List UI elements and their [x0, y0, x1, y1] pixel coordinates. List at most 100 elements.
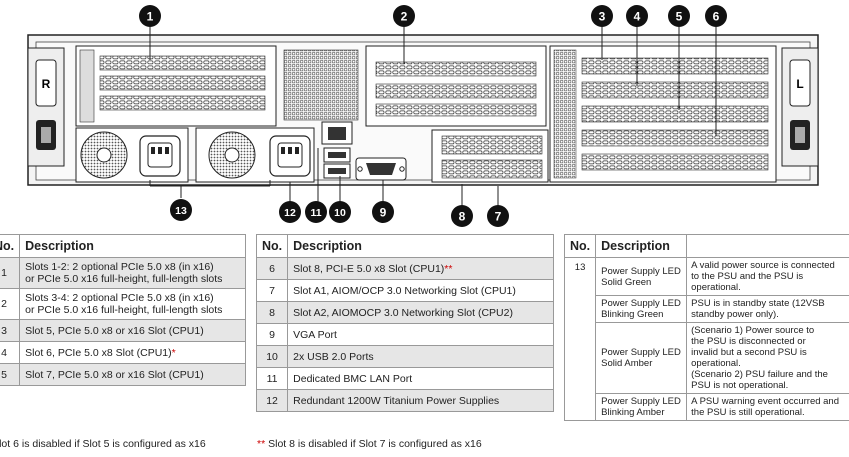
row-desc: Slot 7, PCIe 5.0 x8 or x16 Slot (CPU1): [19, 363, 246, 386]
row-desc: Dedicated BMC LAN Port: [287, 367, 554, 390]
psu-1: [75, 127, 189, 183]
header-description: Description: [19, 234, 246, 258]
header-no: No.: [0, 234, 21, 258]
row-desc: Slot 6, PCIe 5.0 x8 Slot (CPU1)*: [19, 341, 246, 364]
callout-3: 3: [591, 5, 613, 27]
callout-7: 7: [487, 205, 509, 227]
table-row: 11 Dedicated BMC LAN Port: [255, 367, 554, 390]
svg-text:13: 13: [175, 205, 187, 217]
row-no: 5: [0, 363, 21, 386]
callout-5: 5: [668, 5, 690, 27]
row-no: 9: [255, 323, 289, 346]
footnote-slot6: *Slot 6 is disabled if Slot 5 is configu…: [0, 438, 206, 450]
slot-cage-5-8: [549, 45, 777, 183]
callout-8: 8: [451, 205, 473, 227]
row-desc: Slot 5, PCIe 5.0 x8 or x16 Slot (CPU1): [19, 319, 246, 342]
rack-ear-right: [781, 47, 819, 167]
svg-text:6: 6: [713, 10, 720, 24]
table-row: 10 2x USB 2.0 Ports: [255, 345, 554, 368]
svg-text:11: 11: [310, 207, 321, 219]
row-no: 1: [0, 257, 21, 289]
callout-10: 10: [329, 201, 351, 223]
row-desc: Slots 1-2: 2 optional PCIe 5.0 x8 (in x1…: [19, 257, 246, 289]
svg-text:12: 12: [284, 207, 296, 219]
table-row: 13 Power Supply LED Solid Green A valid …: [563, 257, 849, 421]
header-description: Description: [595, 234, 688, 258]
led-state-label: Power Supply LED Blinking Green: [595, 295, 688, 323]
legend-table-1: No. Description 1 Slots 1-2: 2 optional …: [0, 234, 246, 386]
callout-9: 9: [372, 201, 394, 223]
row-no: 2: [0, 288, 21, 320]
callout-11: 11: [305, 201, 327, 223]
svg-text:5: 5: [676, 10, 683, 24]
row-desc: Slots 3-4: 2 optional PCIe 5.0 x8 (in x1…: [19, 288, 246, 320]
row-no: 6: [255, 257, 289, 280]
legend-table-3: No. Description 13 Power Supply LED Soli…: [563, 234, 849, 421]
row-no: 4: [0, 341, 21, 364]
table-row: 9 VGA Port: [255, 323, 554, 346]
led-state-label: Power Supply LED Solid Green: [595, 257, 688, 296]
usb-lan-stack: [321, 121, 353, 179]
row-desc: Slot 8, PCI-E 5.0 x8 Slot (CPU1)**: [287, 257, 554, 280]
header-no: No.: [563, 234, 597, 258]
callout-1: 1: [139, 5, 161, 27]
table-row: Power Supply LED Blinking Amber A PSU wa…: [565, 393, 849, 421]
row-desc: 2x USB 2.0 Ports: [287, 345, 554, 368]
table-row: Power Supply LED Blinking Green PSU is i…: [565, 295, 849, 323]
svg-text:3: 3: [599, 10, 606, 24]
svg-text:2: 2: [401, 10, 408, 24]
table-row: 1 Slots 1-2: 2 optional PCIe 5.0 x8 (in …: [0, 257, 246, 289]
svg-text:10: 10: [334, 207, 346, 219]
callout-2: 2: [393, 5, 415, 27]
row-no: 11: [255, 367, 289, 390]
table-row: 8 Slot A2, AIOMOCP 3.0 Networking Slot (…: [255, 301, 554, 324]
header-blank: [686, 234, 849, 258]
aiom-slots: [431, 129, 549, 183]
row-no: 10: [255, 345, 289, 368]
svg-text:8: 8: [459, 210, 466, 224]
table-row: 2 Slots 3-4: 2 optional PCIe 5.0 x8 (in …: [0, 288, 246, 320]
header-no: No.: [255, 234, 289, 258]
rack-ear-left: [27, 47, 65, 167]
panel-label-right: L: [796, 77, 803, 91]
legend-table-2: No. Description 6 Slot 8, PCI-E 5.0 x8 S…: [255, 234, 554, 412]
slot-riser-1-2: [75, 45, 277, 127]
led-state-label: Power Supply LED Blinking Amber: [595, 393, 688, 421]
led-state-label: Power Supply LED Solid Amber: [595, 322, 688, 394]
table-row: 5 Slot 7, PCIe 5.0 x8 or x16 Slot (CPU1): [0, 363, 246, 386]
server-rear-diagram: R L: [27, 5, 819, 227]
row-desc: Slot A1, AIOM/OCP 3.0 Networking Slot (C…: [287, 279, 554, 302]
vga-port: [355, 157, 407, 181]
callout-6: 6: [705, 5, 727, 27]
row-desc: VGA Port: [287, 323, 554, 346]
footnote-slot8: ** Slot 8 is disabled if Slot 7 is confi…: [257, 438, 482, 450]
row-no: 3: [0, 319, 21, 342]
callout-4: 4: [626, 5, 648, 27]
psu-2: [195, 127, 315, 183]
svg-text:9: 9: [380, 206, 387, 220]
svg-text:1: 1: [147, 10, 154, 24]
svg-text:7: 7: [495, 210, 502, 224]
row-desc: Slot A2, AIOMOCP 3.0 Networking Slot (CP…: [287, 301, 554, 324]
panel-label-left: R: [42, 77, 51, 91]
table-row: 7 Slot A1, AIOM/OCP 3.0 Networking Slot …: [255, 279, 554, 302]
callout-13: 13: [170, 199, 192, 221]
row-no: 7: [255, 279, 289, 302]
table-row: 12 Redundant 1200W Titanium Power Suppli…: [255, 389, 554, 412]
table-row: 4 Slot 6, PCIe 5.0 x8 Slot (CPU1)*: [0, 341, 246, 364]
center-vent: [283, 49, 359, 121]
row-no: 8: [255, 301, 289, 324]
slot-riser-3-4: [365, 45, 547, 127]
header-description: Description: [287, 234, 554, 258]
callout-12: 12: [279, 201, 301, 223]
callout-leaders: [149, 27, 717, 206]
svg-text:4: 4: [634, 10, 641, 24]
table-row: 3 Slot 5, PCIe 5.0 x8 or x16 Slot (CPU1): [0, 319, 246, 342]
row-desc: Redundant 1200W Titanium Power Supplies: [287, 389, 554, 412]
table-row: Power Supply LED Solid Amber (Scenario 1…: [565, 322, 849, 394]
table-row: 6 Slot 8, PCI-E 5.0 x8 Slot (CPU1)**: [255, 257, 554, 280]
row-no: 13: [563, 257, 597, 421]
